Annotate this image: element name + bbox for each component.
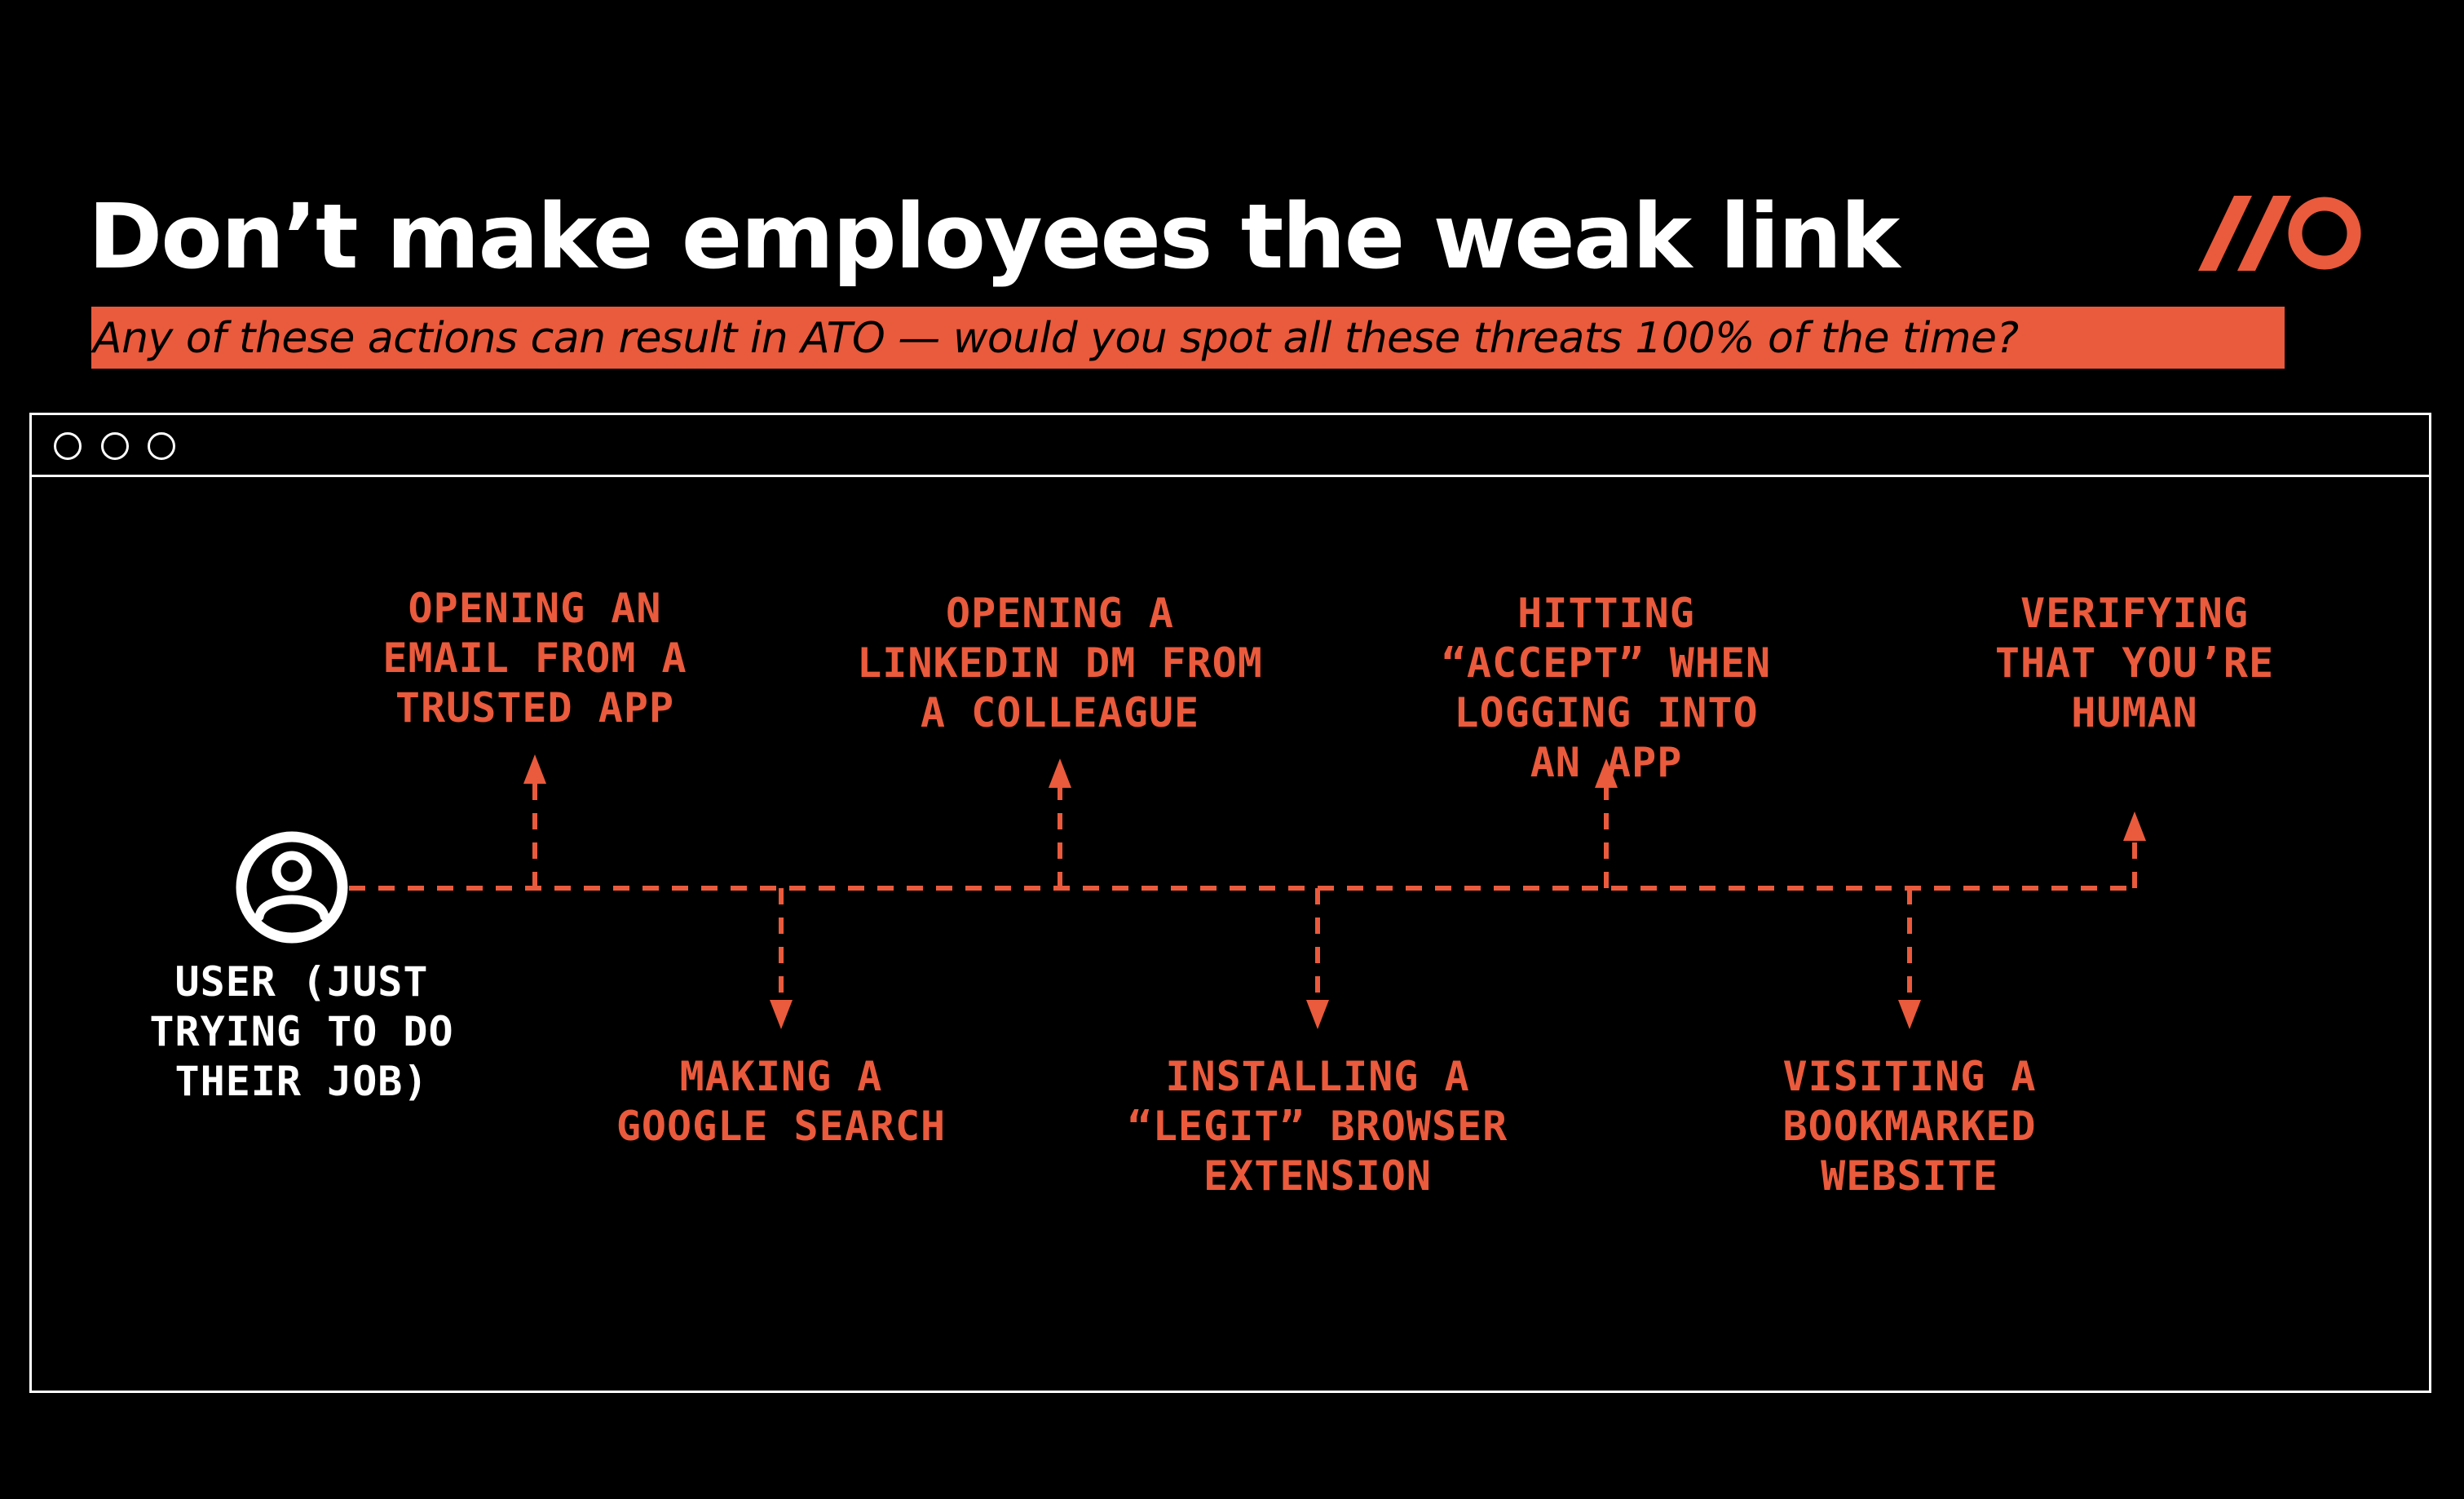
user-circle-icon (236, 831, 348, 944)
page-title: Don’t make employees the weak link (88, 184, 1900, 289)
subtitle-highlight (91, 307, 2285, 369)
user-label: USER (JUST TRYING TO DO THEIR JOB) (149, 958, 454, 1105)
step-label-2: MAKING A GOOGLE SEARCH (616, 1053, 947, 1150)
arrow-up-icon (1595, 758, 1618, 788)
arrow-down-icon (770, 1000, 793, 1029)
browser-window-frame (29, 413, 2431, 1393)
page-subtitle: Any of these actions can result in ATO —… (93, 314, 2019, 363)
window-dot-2[interactable] (101, 432, 129, 460)
arrow-down-icon (1306, 1000, 1329, 1029)
slash-slash-o-logo (2198, 196, 2361, 271)
step-label-5: HITTING “ACCEPT” WHEN LOGGING INTO AN AP… (1441, 590, 1772, 786)
arrow-up-icon (1049, 758, 1071, 788)
step-label-1: OPENING AN EMAIL FROM A TRUSTED APP (382, 585, 687, 732)
step-label-7: VERIFYING THAT YOU’RE HUMAN (1994, 590, 2275, 736)
step-label-4: INSTALLING A “LEGIT” BROWSER EXTENSION (1127, 1053, 1508, 1200)
arrow-up-icon (523, 754, 546, 784)
browser-window-titlebar-divider (29, 475, 2431, 477)
step-label-3: OPENING A LINKEDIN DM FROM A COLLEAGUE (857, 590, 1263, 736)
window-dot-1[interactable] (54, 432, 82, 460)
arrow-down-icon (1898, 1000, 1921, 1029)
window-dot-3[interactable] (148, 432, 175, 460)
step-label-6: VISITING A BOOKMARKED WEBSITE (1782, 1053, 2037, 1200)
flow-connectors (349, 754, 2146, 1029)
arrow-up-icon (2123, 811, 2146, 841)
